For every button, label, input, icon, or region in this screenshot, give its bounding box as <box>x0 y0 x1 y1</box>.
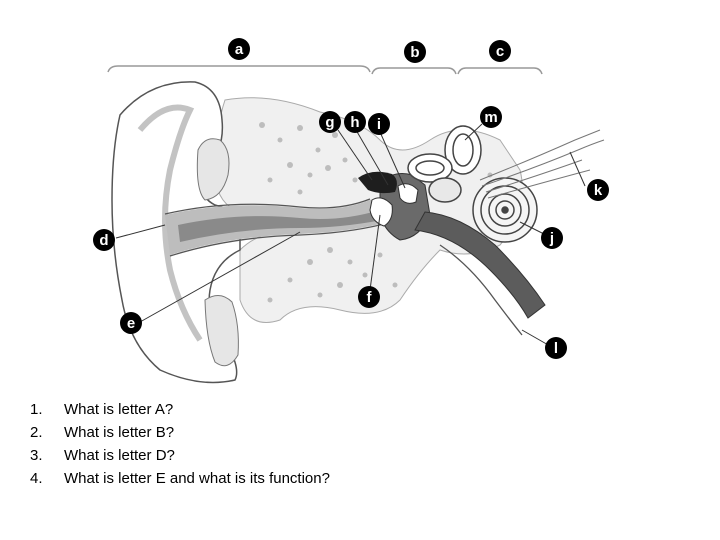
svg-text:g: g <box>325 114 334 131</box>
leader-lines <box>115 123 586 347</box>
bracket-middle-ear <box>371 67 457 75</box>
letter-label-k: k <box>587 179 609 201</box>
svg-text:i: i <box>377 116 381 133</box>
eustachian-tube <box>414 211 546 336</box>
question-text: What is letter D? <box>64 447 175 464</box>
question-item: 4. What is letter E and what is its func… <box>30 467 330 490</box>
svg-text:j: j <box>549 230 554 247</box>
svg-text:k: k <box>594 182 603 199</box>
letter-label-f: f <box>358 286 380 308</box>
question-item: 1. What is letter A? <box>30 398 330 421</box>
auditory-nerve <box>479 129 605 199</box>
question-number: 2. <box>30 424 43 441</box>
letter-label-h: h <box>344 111 366 133</box>
ear-canal <box>164 198 389 257</box>
cochlea <box>472 177 538 243</box>
letter-label-j: j <box>541 227 563 249</box>
letter-label-b: b <box>404 41 426 63</box>
svg-text:b: b <box>410 44 419 61</box>
letter-label-g: g <box>319 111 341 133</box>
semicircular-canals <box>407 125 482 203</box>
svg-text:l: l <box>554 340 558 357</box>
question-text: What is letter B? <box>64 424 175 441</box>
svg-text:m: m <box>484 109 497 126</box>
bracket-outer-ear <box>107 65 371 73</box>
question-text: What is letter A? <box>64 401 174 418</box>
svg-text:a: a <box>235 41 244 58</box>
letter-label-a: a <box>228 38 250 60</box>
question-list: 1. What is letter A? 2. What is letter B… <box>30 398 330 490</box>
svg-text:d: d <box>99 232 108 249</box>
letter-label-i: i <box>368 113 390 135</box>
question-text: What is letter E and what is its functio… <box>64 470 330 487</box>
svg-text:e: e <box>127 315 135 332</box>
middle-ear <box>358 171 431 241</box>
question-item: 3. What is letter D? <box>30 444 330 467</box>
question-item: 2. What is letter B? <box>30 421 330 444</box>
question-number: 1. <box>30 401 43 418</box>
question-number: 4. <box>30 470 43 487</box>
letter-label-m: m <box>480 106 502 128</box>
svg-text:c: c <box>496 43 504 60</box>
letter-label-e: e <box>120 312 142 334</box>
letter-label-d: d <box>93 229 115 251</box>
svg-text:f: f <box>367 289 373 306</box>
bracket-inner-ear <box>457 67 543 75</box>
question-number: 3. <box>30 447 43 464</box>
svg-text:h: h <box>350 114 359 131</box>
letter-label-c: c <box>489 40 511 62</box>
letter-label-l: l <box>545 337 567 359</box>
